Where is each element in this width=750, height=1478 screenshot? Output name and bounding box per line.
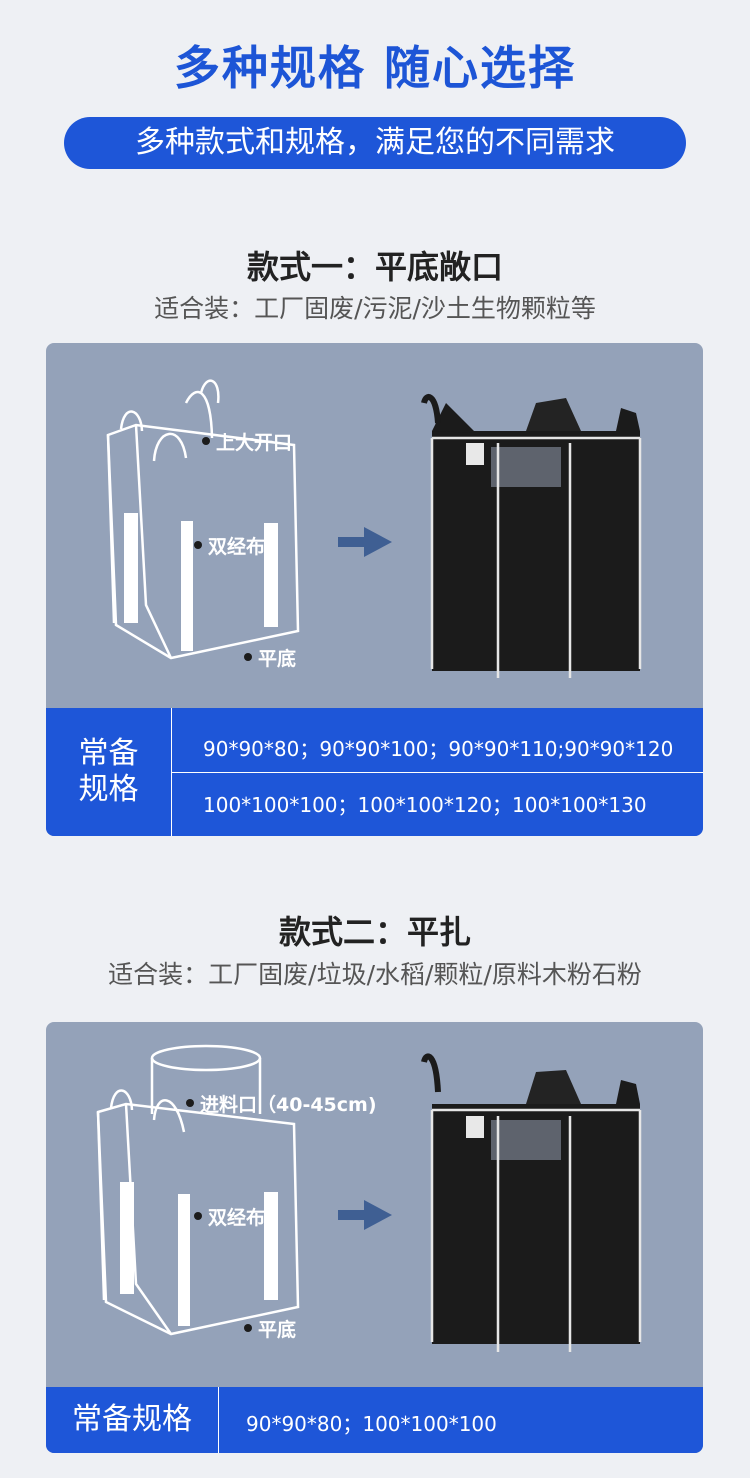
label-fabric: 双经布: [208, 536, 266, 558]
spec-row: 100*100*100；100*100*120；100*100*130: [203, 793, 647, 817]
spec-row: 90*90*80；90*90*100；90*90*110;90*90*120: [203, 737, 674, 761]
spec-divider: [171, 772, 703, 773]
spec-table-one: 常备 规格 90*90*80；90*90*100；90*90*110;90*90…: [46, 708, 703, 836]
style-one-title: 款式一：平底敞口: [246, 248, 503, 286]
spec-head-label: 常备 规格: [78, 736, 139, 807]
spec-table-two: 常备规格 90*90*80；100*100*100: [46, 1387, 703, 1453]
page-title: 多种规格 随心选择: [173, 41, 576, 95]
spec-divider: [218, 1387, 219, 1453]
label-dot: [244, 1324, 252, 1332]
spec-head: 常备规格: [46, 1387, 218, 1453]
style-one-illustration: [106, 379, 642, 678]
black-bag-image: [421, 1053, 642, 1352]
label-bottom: 平底: [258, 648, 297, 670]
style-one-card: 上大开口 双经布 平底 常备 规格 90*90*80；90*90*100；90*…: [46, 343, 703, 836]
subtitle-banner: 多种款式和规格，满足您的不同需求: [64, 117, 686, 169]
label-top-opening: 上大开口: [216, 432, 293, 454]
style-two-desc: 适合装：工厂固废/垃圾/水稻/颗粒/原料木粉石粉: [108, 960, 642, 989]
arrow-icon: [338, 1200, 392, 1230]
spec-head-label: 常备规格: [72, 1402, 192, 1437]
label-fabric: 双经布: [208, 1207, 266, 1229]
label-bottom: 平底: [258, 1319, 297, 1341]
style-two-illustration: [96, 1044, 642, 1352]
outline-bag-straps: [120, 1182, 278, 1326]
style-two-title: 款式二：平扎: [278, 913, 471, 951]
label-dot: [194, 541, 202, 549]
label-inlet: 进料口（40-45cm): [200, 1094, 377, 1116]
label-dot: [194, 1212, 202, 1220]
black-bag-image: [421, 394, 642, 678]
label-dot: [244, 653, 252, 661]
style-one-desc: 适合装：工厂固废/污泥/沙土生物颗粒等: [154, 294, 596, 323]
spec-row: 90*90*80；100*100*100: [246, 1412, 497, 1436]
arrow-icon: [338, 527, 392, 557]
spec-head: 常备 规格: [46, 708, 171, 836]
outline-bag-icon: [106, 379, 300, 660]
style-two-card: 进料口（40-45cm) 双经布 平底 常备规格 90*90*80；100*10…: [46, 1022, 703, 1453]
outline-bag-straps: [124, 513, 278, 651]
label-dot: [186, 1099, 194, 1107]
outline-bag-icon: [96, 1044, 300, 1336]
label-dot: [202, 437, 210, 445]
